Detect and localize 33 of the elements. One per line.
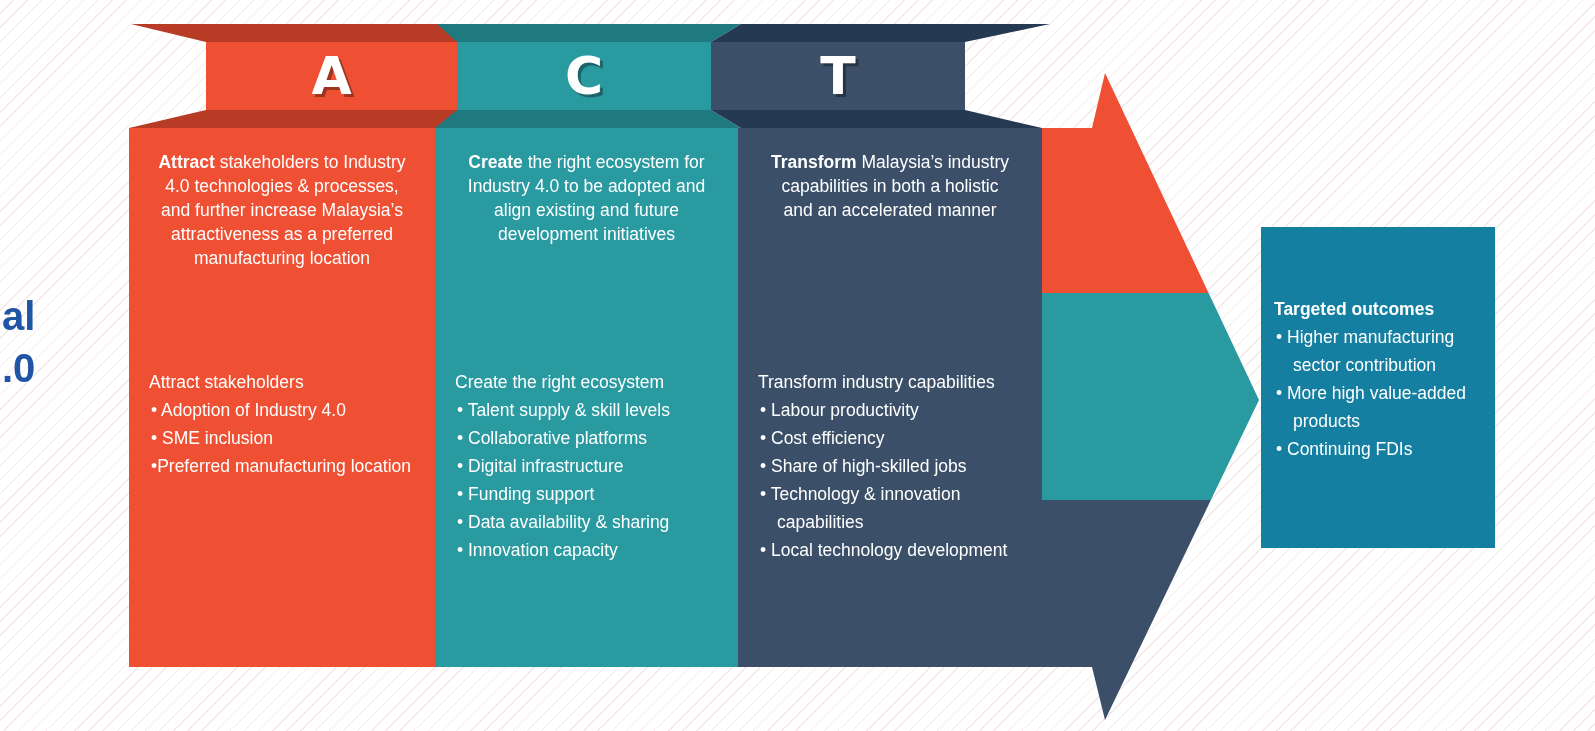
bullet-item: • Local technology development [759,539,1009,562]
bullet-item: • Digital infrastructure [456,455,625,478]
list-heading: Targeted outcomes [1274,298,1436,321]
bullet-item: • Share of high-skilled jobs [759,455,968,478]
description-panel: Attract stakeholders to Industry 4.0 technologies & processes, and further increase Malaysia’s attractiveness as a preferred manufacturing location [129,128,435,348]
letter-tab: A [206,42,457,110]
bullet-item: • Adoption of Industry 4.0 [150,399,347,422]
list-heading: Create the right ecosystem [455,371,666,394]
bullet-item: • Technology & innovation capabilities [759,483,962,534]
arrow [1042,73,1259,720]
description-panel: Create the right ecosystem for Industry 4.0 to be adopted and align existing and future development initiatives [435,128,738,348]
bullet-item: • Talent supply & skill levels [456,399,671,422]
list-panel [435,348,738,667]
outcomes-box [1261,227,1495,548]
bullet-item: • Cost efficiency [759,427,886,450]
bullet-item: • Data availability & sharing [456,511,671,534]
bullet-item: • Collaborative platforms [456,427,648,450]
bullet-item: • Labour productivity [759,399,920,422]
list-panel [129,348,435,667]
letter-tab: T [711,42,965,110]
bullet-item: • More high value-added products [1275,382,1467,433]
bullet-item: • Funding support [456,483,596,506]
bullet-item: • SME inclusion [150,427,274,450]
bullet-item: • Higher manufacturing sector contribution [1275,326,1456,377]
cropped-title-text: .0 [2,348,36,388]
bullet-item: • Continuing FDIs [1275,438,1414,461]
list-heading: Transform industry capabilities [758,371,996,394]
list-heading: Attract stakeholders [149,371,305,394]
bullet-item: • Innovation capacity [456,539,619,562]
letter-tab: C [457,42,711,110]
cropped-title-text: al [2,296,36,336]
bullet-item: •Preferred manufacturing location [150,455,412,478]
description-panel: Transform Malaysia’s industry capabilities in both a holistic and an accelerated manner [738,128,1042,348]
